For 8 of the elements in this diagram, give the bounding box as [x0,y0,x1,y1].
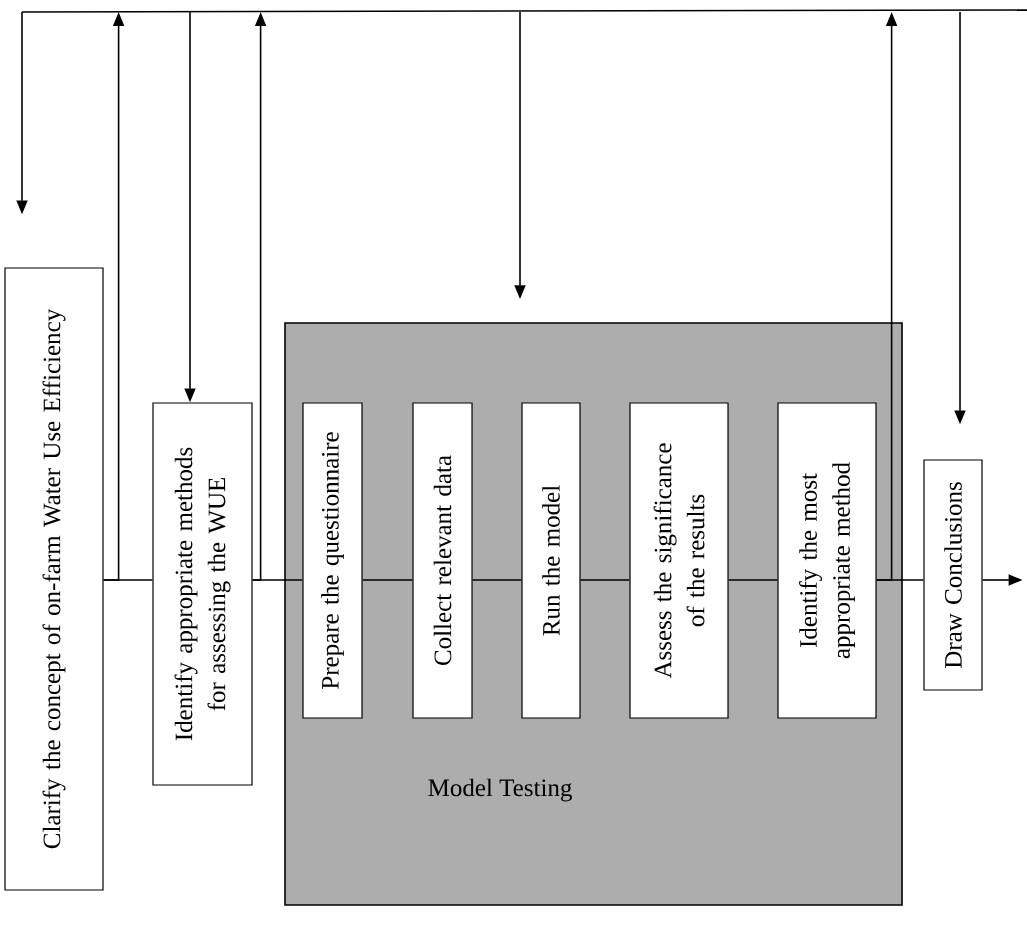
step-box: Identify the most appropriate method [777,402,877,719]
step-box: Run the model [521,402,581,719]
step-box: Collect relevant data [412,402,473,719]
step-box: Assess the significance of the results [629,402,729,719]
process-box: Draw Conclusions [923,459,983,691]
step-box: Prepare the questionnaire [302,402,363,719]
process-box: Clarify the concept of on-farm Water Use Efficiency [4,267,104,891]
process-box: Identify appropriate methods for assessing the WUE [152,402,253,786]
